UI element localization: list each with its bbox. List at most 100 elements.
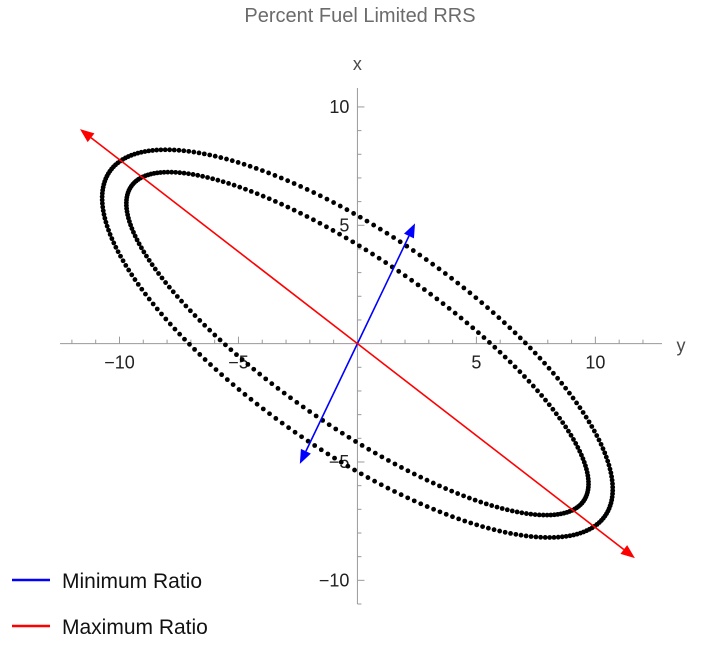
ellipse-point (497, 528, 503, 534)
ellipse-point (398, 492, 404, 498)
ellipse-point (307, 409, 313, 414)
ellipse-point (497, 349, 503, 355)
ratio-arrows (79, 129, 635, 559)
ellipse-point (207, 327, 213, 333)
ellipse-point (285, 178, 291, 184)
ellipse-point (397, 239, 403, 245)
ellipse-point (507, 359, 513, 365)
ellipse-point (325, 451, 331, 457)
arrow-head (404, 223, 416, 239)
ellipse-point (254, 191, 260, 197)
ellipse-point (154, 306, 160, 312)
ellipse-point (452, 310, 458, 316)
ellipse-point (210, 176, 216, 182)
ellipse-point (177, 170, 183, 176)
ellipse-point (207, 152, 213, 158)
ellipse-point (594, 433, 600, 438)
ellipse-point (158, 147, 164, 153)
ellipse-point (609, 474, 614, 479)
ellipse-point (234, 352, 239, 358)
ellipse-point (351, 211, 357, 216)
ellipse-point (243, 186, 248, 192)
ellipse-point (146, 296, 152, 302)
ellipse-point (512, 364, 518, 370)
ellipse-point (182, 336, 187, 342)
ellipse-point (229, 158, 235, 164)
ellipse-point (291, 181, 297, 186)
ellipse-point (162, 147, 168, 153)
ellipse-point (129, 226, 135, 231)
ellipse-point (266, 170, 272, 176)
ellipse-point (197, 318, 203, 323)
ellipse-point (219, 372, 225, 378)
ellipse-point (365, 475, 371, 480)
ellipse-point (267, 411, 272, 417)
ellipse-point (159, 311, 164, 317)
ellipse-point (202, 322, 208, 328)
legend-label-minimum-ratio: Minimum Ratio (62, 570, 202, 593)
ellipse-point (522, 340, 528, 346)
ellipse-point (517, 335, 523, 341)
ellipse-point (324, 224, 329, 230)
ellipse-point (396, 268, 402, 274)
ellipse-point (332, 455, 337, 461)
ellipse-point (152, 266, 158, 272)
ellipse-point (586, 419, 592, 425)
y-tick-label: 5 (339, 215, 349, 235)
ellipse-point (260, 406, 266, 412)
ellipse-point (223, 342, 228, 348)
ellipse-point (272, 199, 278, 204)
ellipse-point (580, 456, 586, 462)
ellipse-point (99, 197, 105, 203)
maximum-ratio-arrow (79, 129, 358, 345)
ellipse-point (350, 239, 356, 245)
ellipse-point (186, 148, 192, 154)
ellipse-point (272, 173, 278, 178)
ellipse-point (99, 194, 105, 200)
ellipse-point (318, 447, 324, 453)
ellipse-point (224, 377, 230, 383)
ellipse-point (563, 424, 569, 430)
arrow-shaft (305, 343, 359, 452)
ellipse-point (507, 325, 513, 331)
ellipse-point (343, 235, 349, 241)
ellipse-point (443, 486, 449, 491)
ellipse-point (392, 489, 397, 494)
ellipse-point (466, 495, 472, 501)
ellipse-point (555, 375, 561, 381)
ellipse-point (139, 286, 145, 292)
ellipse-point (191, 149, 197, 155)
ellipse-point (143, 291, 148, 297)
y-axis-label: x (353, 54, 362, 74)
ellipse-point (566, 428, 571, 434)
ellipse-point (187, 341, 192, 347)
ellipse-point (171, 147, 177, 153)
ellipse-point (532, 512, 538, 517)
ellipse-point (304, 187, 310, 192)
ellipse-point (468, 520, 474, 526)
ellipse-point (456, 516, 462, 522)
ellipse-point (559, 380, 565, 386)
ellipse-point (571, 437, 576, 442)
ellipse-point (512, 330, 518, 336)
ellipse-point (508, 530, 513, 536)
ellipse-point (187, 308, 193, 314)
ellipse-point (423, 257, 429, 262)
ellipse-point (461, 285, 467, 291)
ellipse-point (181, 148, 187, 154)
ellipse-point (165, 169, 171, 175)
ellipse-point (553, 411, 559, 417)
ellipse-point (523, 533, 529, 539)
ellipse-point (550, 370, 556, 376)
ellipse-point (455, 491, 461, 496)
ellipse-point (370, 251, 375, 257)
ellipse-point (478, 499, 484, 505)
ellipse-point (383, 260, 389, 265)
x-tick-label: −10 (104, 353, 135, 373)
ellipse-point (610, 484, 616, 490)
ellipse-point (104, 223, 110, 229)
ellipse-point (462, 518, 468, 524)
arrow-head (79, 129, 95, 143)
ellipse-point (577, 448, 583, 454)
ellipse-point (496, 315, 502, 321)
